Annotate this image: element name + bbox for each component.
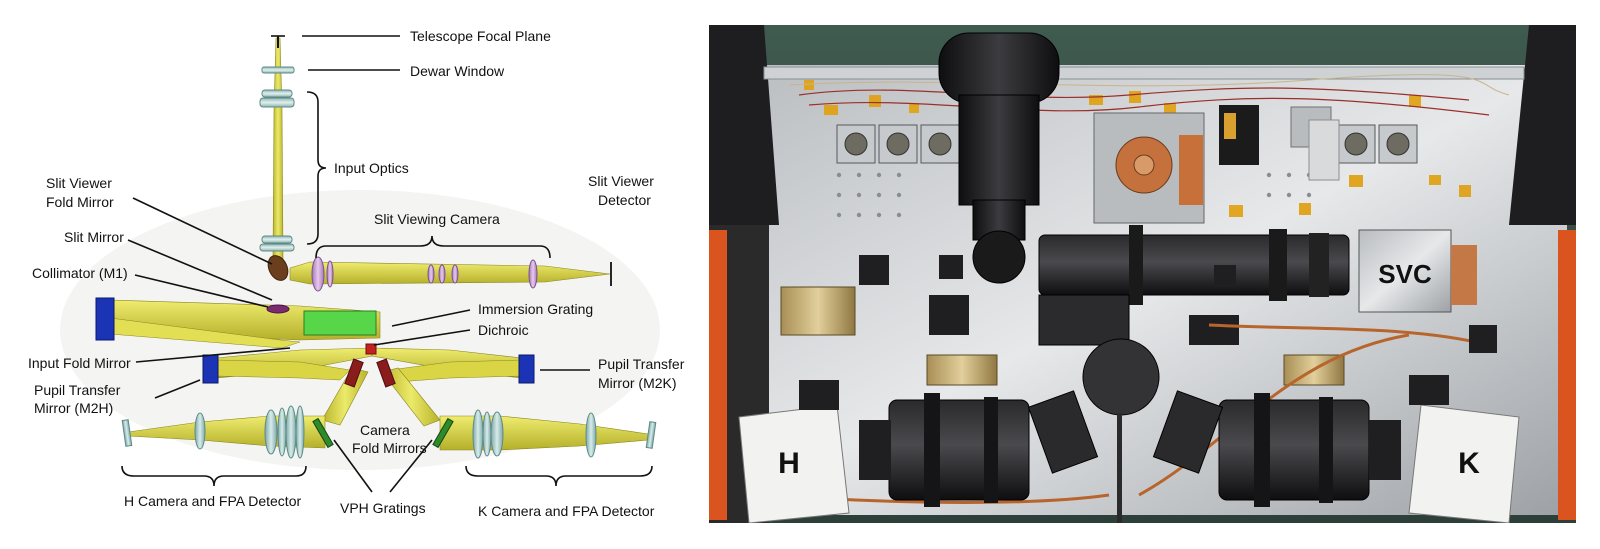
mount-brackets xyxy=(799,255,1497,410)
telescope-focal-plane-label: Telescope Focal Plane xyxy=(410,28,551,44)
optical-layout-diagram: Telescope Focal Plane Dewar Window Input… xyxy=(28,28,685,519)
top-rail xyxy=(763,66,1525,80)
slit-mirror-optic xyxy=(266,304,290,314)
svc-enclosure xyxy=(1358,229,1452,313)
k-camera-barrel xyxy=(1152,390,1401,507)
h-camera-beam xyxy=(121,405,326,459)
vph-grating-k-optic xyxy=(432,417,454,449)
brass-mirrors xyxy=(780,286,1345,386)
pupil-transfer-m2h-label-line1: Pupil Transfer xyxy=(34,382,121,398)
wiring-light xyxy=(788,74,1510,96)
upper-left-mounts xyxy=(836,124,960,164)
input-fold-mirror-label: Input Fold Mirror xyxy=(28,355,131,371)
vph-gratings-label: VPH Gratings xyxy=(340,500,426,516)
pupil-transfer-beams xyxy=(215,347,523,383)
input-optics-lenses xyxy=(259,89,295,252)
slit-viewer-fold-mirror-label-line1: Slit Viewer xyxy=(46,175,112,191)
right-wall-upper xyxy=(1509,25,1576,225)
slit-viewing-camera-label: Slit Viewing Camera xyxy=(374,211,500,227)
pupil-transfer-mirror-m2h-optic xyxy=(202,354,219,384)
vph-grating-h-optic xyxy=(312,417,334,449)
k-detector-enclosure xyxy=(1408,404,1520,523)
pupil-transfer-mirror-m2k-optic xyxy=(518,354,535,384)
left-wall-upper xyxy=(709,25,779,225)
k-camera-label: K Camera and FPA Detector xyxy=(478,503,655,519)
dewar-window-label: Dewar Window xyxy=(410,63,505,79)
slit-viewer-fold-mirror-label-line2: Fold Mirror xyxy=(46,194,114,210)
svc-label: SVC xyxy=(1378,259,1432,289)
collimator-optic xyxy=(95,297,115,341)
slit-viewer-fold-mirror-optic xyxy=(267,255,289,281)
dichroic-optic xyxy=(365,343,377,355)
dichroic-label: Dichroic xyxy=(478,322,529,338)
cold-stage xyxy=(1093,105,1340,224)
slit-mirror-label: Slit Mirror xyxy=(64,229,124,245)
h-camera-label: H Camera and FPA Detector xyxy=(124,493,301,509)
dewar-window-optic xyxy=(261,66,295,74)
pupil-transfer-m2k-label-line2: Mirror (M2K) xyxy=(598,375,677,391)
left-orange-panel xyxy=(709,230,727,520)
camera-fold-mirrors-label-line1: Camera xyxy=(360,422,410,438)
slit-viewer-detector-label-line2: Detector xyxy=(598,192,651,208)
right-orange-panel xyxy=(1558,230,1576,520)
slit-viewing-camera-barrel xyxy=(1038,225,1350,305)
immersion-grating-label: Immersion Grating xyxy=(478,301,593,317)
k-label: K xyxy=(1458,447,1480,480)
slit-viewer-detector-label-line1: Slit Viewer xyxy=(588,173,654,189)
immersion-grating-optic xyxy=(303,310,377,336)
pupil-transfer-m2h-label-line2: Mirror (M2H) xyxy=(34,400,113,416)
slit-viewing-beam xyxy=(289,256,612,292)
leader-lines xyxy=(121,35,653,493)
collimator-label: Collimator (M1) xyxy=(32,265,128,281)
svc-copper-strap xyxy=(1451,245,1477,305)
h-camera-barrel xyxy=(859,390,1099,507)
instrument-photo: SVC H K xyxy=(709,25,1576,523)
mounting-holes xyxy=(836,172,1312,218)
input-optics-label: Input Optics xyxy=(334,160,409,176)
k-camera-beam xyxy=(439,409,657,459)
camera-fold-mirror-h-optic xyxy=(344,358,364,388)
input-optics-tube xyxy=(938,32,1060,284)
grating-housing xyxy=(929,294,1239,523)
camera-beams xyxy=(321,367,441,427)
pupil-transfer-m2k-label-line1: Pupil Transfer xyxy=(598,356,685,372)
camera-fold-mirror-k-optic xyxy=(376,358,396,388)
h-label: H xyxy=(778,447,800,480)
camera-fold-mirrors-label-line2: Fold Mirrors xyxy=(352,440,427,456)
